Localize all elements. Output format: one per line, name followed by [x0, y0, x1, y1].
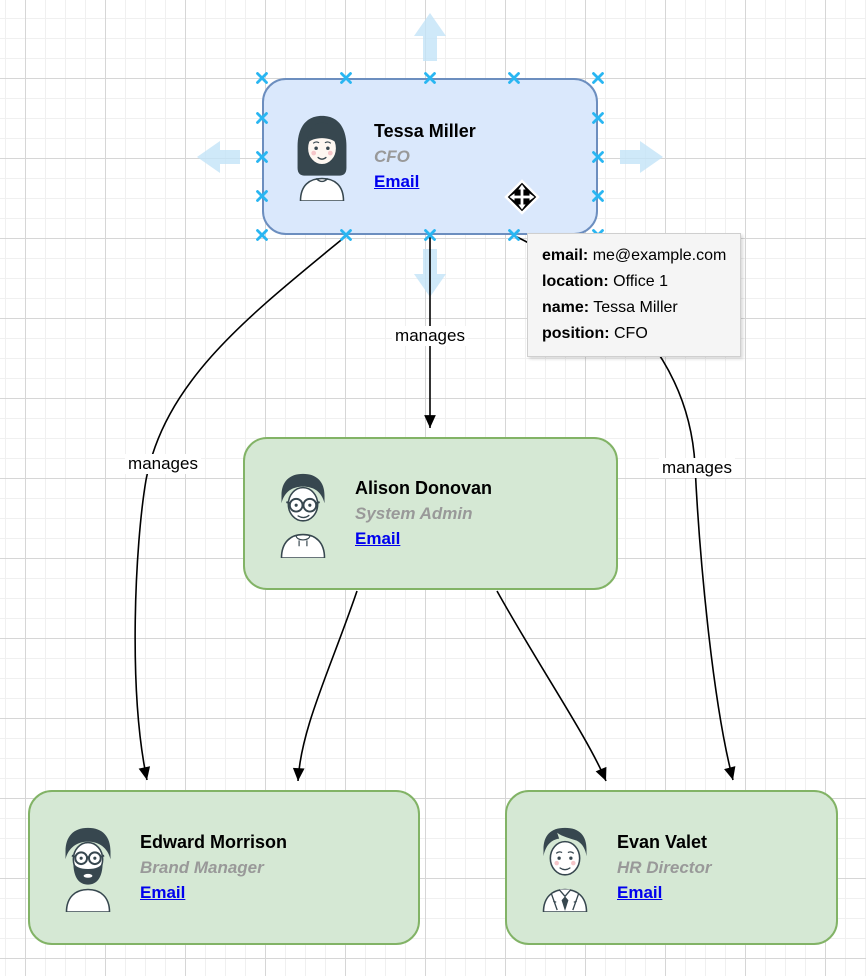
woman-avatar-icon [290, 113, 354, 202]
node-title: Brand Manager [140, 858, 264, 878]
node-title: System Admin [355, 504, 473, 524]
direction-arrow-right-icon[interactable] [620, 141, 663, 173]
edge-label-manages-center[interactable]: manages [392, 326, 468, 346]
edge-label-manages-left[interactable]: manages [125, 454, 201, 474]
node-name: Edward Morrison [140, 831, 288, 852]
direction-arrow-up-icon[interactable] [414, 13, 446, 61]
email-link[interactable]: Email [617, 883, 663, 903]
move-cursor-icon [504, 179, 540, 215]
node-title: HR Director [617, 858, 712, 878]
edge-label-manages-right[interactable]: manages [659, 458, 735, 478]
man-glasses-avatar-icon [271, 470, 335, 559]
edge-alison-evan[interactable] [496, 590, 607, 782]
node-title: CFO [374, 147, 410, 167]
tooltip-row: position: CFO [542, 325, 648, 342]
direction-arrow-left-icon[interactable] [197, 141, 240, 173]
email-link[interactable]: Email [374, 172, 420, 192]
connection-point-handles[interactable] [256, 72, 604, 241]
tooltip-row: name: Tessa Miller [542, 299, 678, 316]
email-link[interactable]: Email [355, 529, 401, 549]
node-name: Evan Valet [617, 831, 708, 852]
tooltip-row: email: me@example.com [542, 247, 727, 264]
man-suit-tie-avatar-icon [533, 824, 597, 913]
man-beard-glasses-avatar-icon [56, 824, 120, 913]
email-link[interactable]: Email [140, 883, 186, 903]
node-name: Alison Donovan [355, 477, 493, 498]
edge-alison-edward[interactable] [292, 590, 358, 782]
edge-tessa-edward[interactable] [134, 235, 347, 781]
node-properties-tooltip: email: me@example.com location: Office 1… [527, 233, 742, 357]
tooltip-row: location: Office 1 [542, 273, 668, 290]
org-node-alison-donovan[interactable]: Alison Donovan System Admin Email [243, 437, 618, 590]
org-node-tessa-miller[interactable]: Tessa Miller CFO Email [262, 78, 598, 235]
org-node-evan-valet[interactable]: Evan Valet HR Director Email [505, 790, 838, 945]
node-name: Tessa Miller [374, 120, 476, 141]
org-node-edward-morrison[interactable]: Edward Morrison Brand Manager Email [28, 790, 420, 945]
